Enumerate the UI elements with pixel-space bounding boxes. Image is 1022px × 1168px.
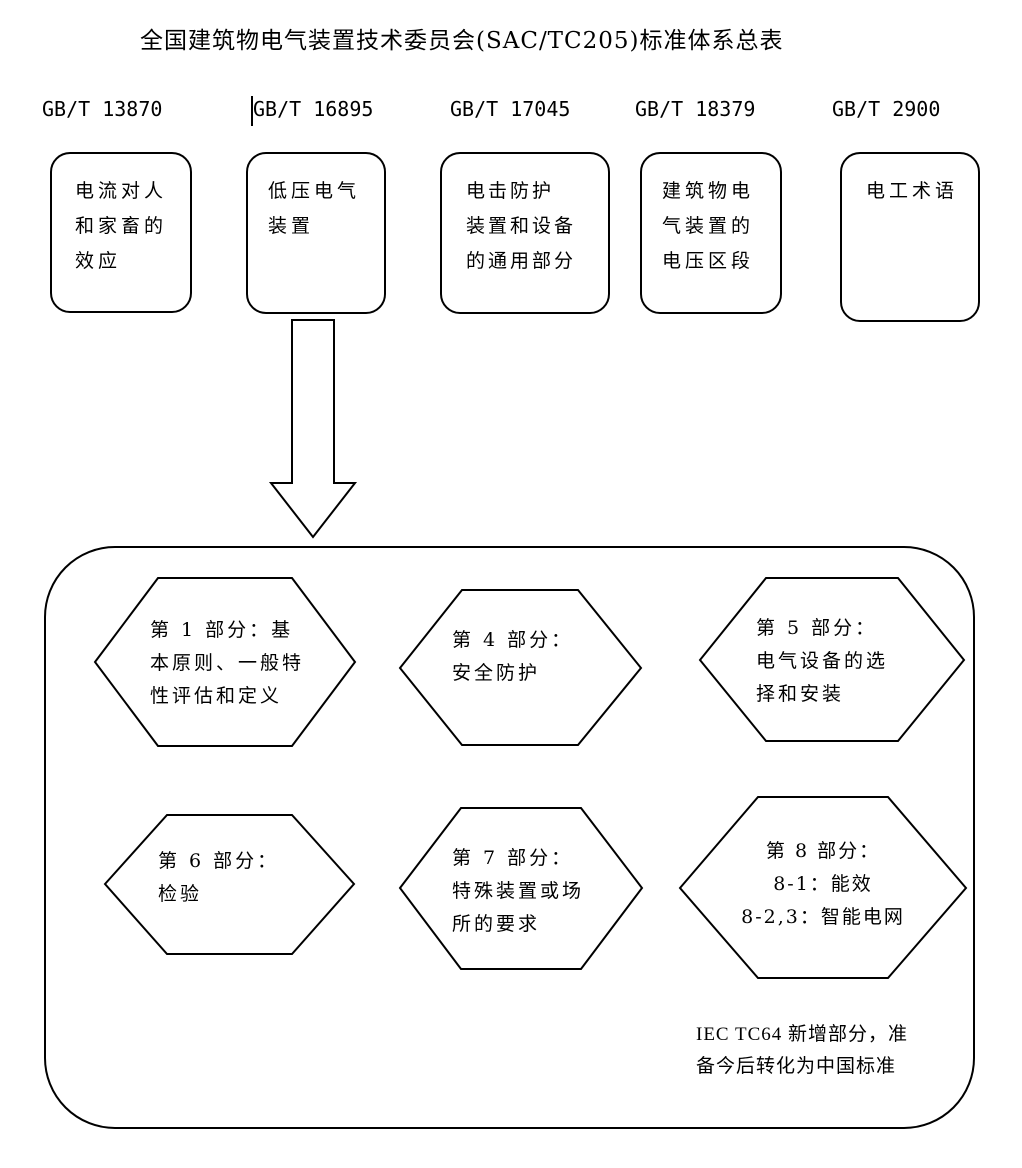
standard-code-13870: GB/T 13870 — [42, 97, 163, 121]
standard-box-18379: 建筑物电 气装置的 电压区段 — [640, 152, 782, 314]
box-text-line: 装置和设备 — [466, 215, 577, 237]
hexagon-part-1 — [93, 577, 357, 747]
box-text-line: 气装置的 — [662, 215, 755, 237]
part-text-line: 检验 — [158, 883, 203, 905]
standard-box-16895: 低压电气 装置 — [246, 152, 386, 314]
iec-note: IEC TC64 新增部分，准 备今后转化为中国标准 — [696, 1019, 946, 1076]
box-text-line: 电压区段 — [662, 250, 755, 272]
box-text-line: 装置 — [268, 215, 315, 237]
part-text-line: 择和安装 — [756, 683, 845, 705]
standard-box-2900: 电工术语 — [840, 152, 980, 322]
box-text-line: 电流对人 — [75, 180, 168, 202]
part-text-line: 本原则、一般特 — [150, 652, 305, 674]
box-text-line: 的通用部分 — [466, 250, 577, 272]
part-1-text: 第 1 部分：基 本原则、一般特 性评估和定义 — [150, 614, 304, 713]
down-arrow — [268, 319, 358, 539]
page-title: 全国建筑物电气装置技术委员会(SAC/TC205)标准体系总表 — [140, 28, 784, 54]
part-text-line: 安全防护 — [452, 662, 541, 684]
part-text-line: 8-2,3：智能电网 — [741, 906, 905, 928]
part-text-line: 第 7 部分： — [452, 847, 574, 869]
part-text-line: 所的要求 — [452, 913, 541, 935]
hexagon-part-7 — [398, 807, 644, 970]
note-line: IEC TC64 新增部分，准 — [696, 1024, 909, 1045]
box-text-line: 和家畜的 — [75, 215, 168, 237]
box-text-line: 建筑物电 — [662, 180, 755, 202]
part-7-text: 第 7 部分： 特殊装置或场 所的要求 — [452, 842, 584, 941]
part-text-line: 特殊装置或场 — [452, 880, 585, 902]
hexagon-part-5 — [698, 577, 966, 742]
standard-code-2900: GB/T 2900 — [832, 97, 941, 121]
box-text-line: 效应 — [75, 250, 122, 272]
part-6-text: 第 6 部分： 检验 — [158, 845, 279, 911]
standard-code-16895: GB/T 16895 — [253, 97, 374, 121]
part-text-line: 第 8 部分： — [765, 840, 881, 862]
part-text-line: 8-1：能效 — [773, 873, 873, 895]
hexagon-part-8 — [678, 796, 968, 979]
part-text-line: 第 5 部分： — [756, 617, 878, 639]
part-text-line: 第 6 部分： — [158, 850, 280, 872]
standard-box-13870: 电流对人 和家畜的 效应 — [50, 152, 192, 313]
part-text-line: 第 1 部分：基 — [150, 619, 294, 641]
part-container — [44, 546, 975, 1129]
box-text-line: 电工术语 — [866, 180, 959, 202]
standard-code-17045: GB/T 17045 — [450, 97, 571, 121]
part-text-line: 性评估和定义 — [150, 685, 283, 707]
hexagon-part-6 — [103, 814, 356, 955]
standard-code-18379: GB/T 18379 — [635, 97, 756, 121]
box-text-line: 低压电气 — [268, 180, 361, 202]
box-text-line: 电击防护 — [466, 180, 555, 202]
part-8-text: 第 8 部分： 8-1：能效 8-2,3：智能电网 — [733, 835, 913, 934]
part-5-text: 第 5 部分： 电气设备的选 择和安装 — [756, 612, 888, 711]
part-4-text: 第 4 部分： 安全防护 — [452, 624, 573, 690]
part-text-line: 第 4 部分： — [452, 629, 574, 651]
hexagon-part-4 — [398, 589, 643, 746]
part-text-line: 电气设备的选 — [756, 650, 889, 672]
text-cursor-mark — [251, 96, 253, 126]
note-line: 备今后转化为中国标准 — [696, 1056, 897, 1076]
standard-box-17045: 电击防护 装置和设备 的通用部分 — [440, 152, 610, 314]
